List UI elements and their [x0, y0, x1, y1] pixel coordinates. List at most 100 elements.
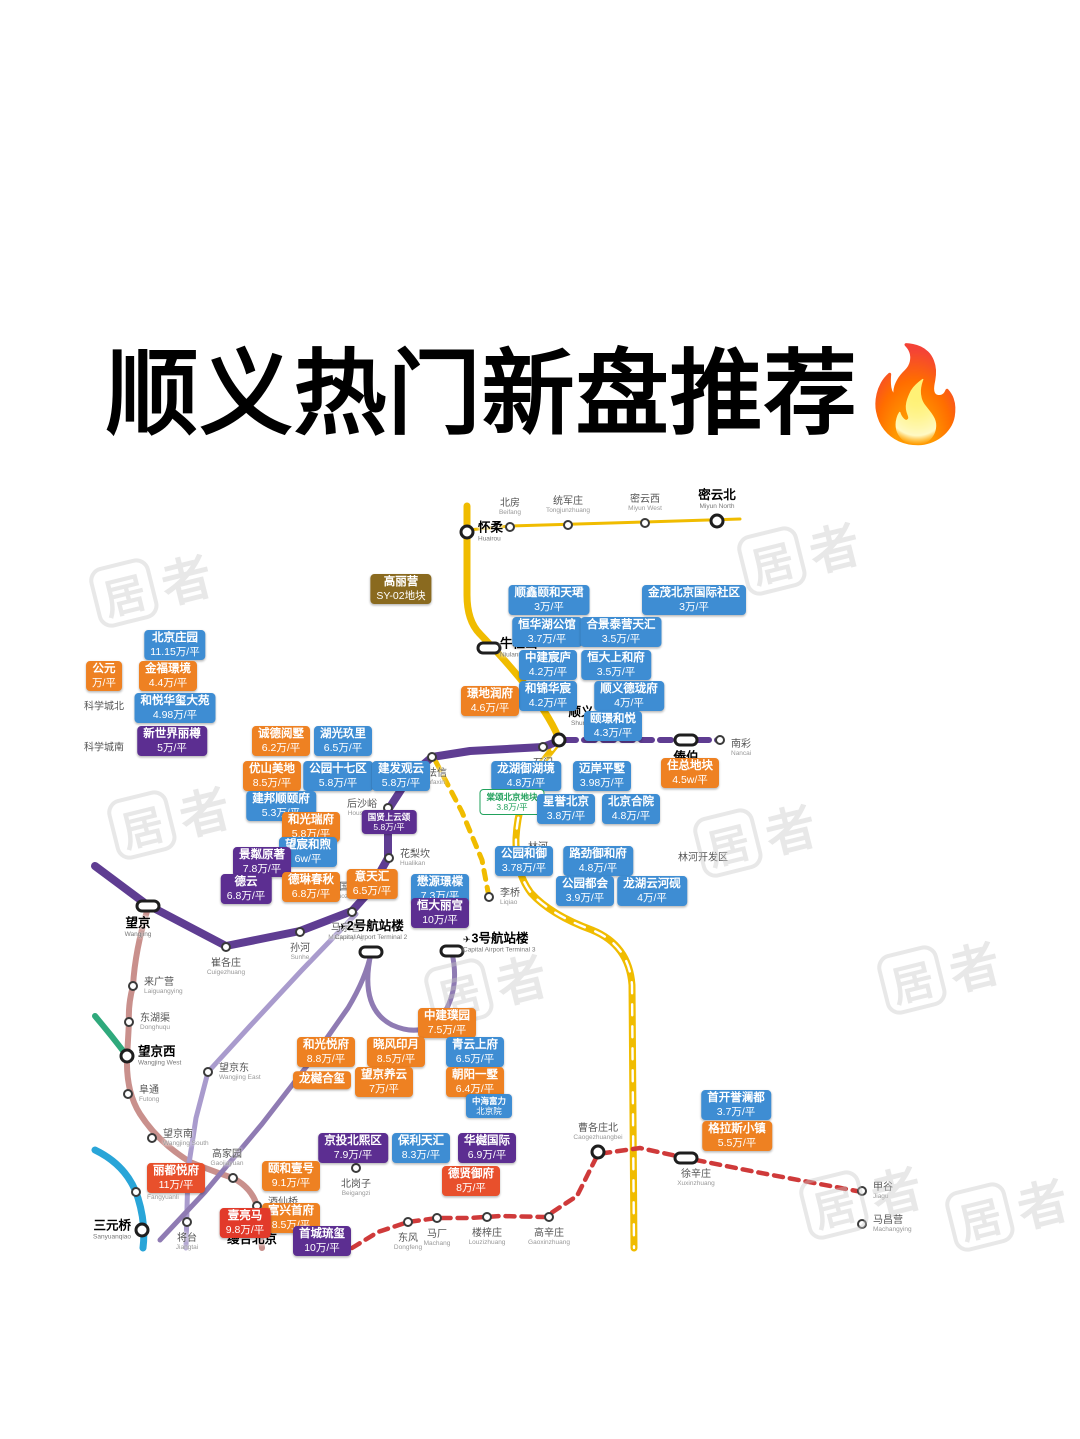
station-name: 三元桥	[93, 1218, 131, 1233]
property-price: 3.78万/平	[501, 861, 547, 874]
station-name: 将台	[177, 1233, 197, 1244]
station-name-en: Tongjunzhuang	[545, 506, 591, 514]
station-label: 科学城南	[84, 743, 124, 754]
property-name: 星誉北京	[543, 796, 589, 809]
station-marker	[119, 1048, 135, 1064]
station-marker	[482, 1212, 492, 1222]
station-name-en: Guozhan	[332, 892, 359, 900]
airplane-icon: ✈	[463, 934, 471, 945]
station-name-en: Shunyi	[571, 719, 591, 727]
station-marker	[484, 892, 494, 902]
property-name: 住总地块	[667, 760, 713, 773]
property-name: 和悦华玺大苑	[140, 695, 210, 708]
property-price: 3万/平	[534, 600, 564, 613]
property-name: 和光悦府	[303, 1039, 349, 1052]
station-name-en: Jiangtai	[175, 1244, 199, 1251]
station-marker	[228, 1173, 238, 1183]
property-name: 龙湖云河砚	[623, 878, 681, 891]
property-box: 中海富力北京院	[465, 1093, 513, 1119]
station-name-en: Louzizhuang	[468, 1239, 506, 1246]
property-price: 6w/平	[294, 852, 322, 865]
station-marker	[135, 899, 161, 913]
station-marker	[857, 1186, 867, 1196]
station-name-en: Sunhe	[290, 954, 310, 961]
station-name-en: Nancai	[731, 749, 752, 757]
property-name: 意天汇	[354, 871, 390, 884]
station-marker	[551, 732, 567, 748]
station-name: 李桥	[500, 887, 520, 899]
property-box: 龙樾合玺	[293, 1071, 351, 1089]
station-marker	[459, 524, 475, 540]
property-name: 德琳春秋	[288, 874, 334, 887]
station-marker	[182, 1217, 192, 1227]
property-name: 龙湖御湖境	[497, 763, 555, 776]
page-title: 顺义热门新盘推荐🔥	[105, 342, 975, 446]
property-price: SY-02地块	[376, 589, 426, 602]
station-name: 马昌营	[873, 1214, 903, 1226]
station-name-en: Cuigezhuang	[206, 969, 246, 976]
station-marker	[128, 981, 138, 991]
property-price: 北京院	[476, 1106, 502, 1116]
property-price: 3.8万/平	[546, 809, 586, 822]
station-marker	[709, 513, 725, 529]
station-name: 望京	[125, 916, 151, 930]
subway-line-airport-loop	[365, 950, 458, 1033]
property-price: 6.8万/平	[226, 889, 266, 902]
station-marker	[124, 1017, 134, 1027]
property-price: 11万/平	[158, 1178, 194, 1191]
property-price: 4.98万/平	[152, 708, 198, 721]
station-name-en: Liqiao	[500, 898, 518, 906]
property-name: 富兴首府	[268, 1205, 314, 1218]
property-price: 3.7万/平	[527, 632, 567, 645]
property-price: 6.8万/平	[291, 887, 331, 900]
property-name: 公园十七区	[309, 763, 367, 776]
property-name: 壹亮马	[227, 1210, 263, 1223]
property-name: 首开誉澜都	[707, 1092, 765, 1105]
property-price: 9.1万/平	[271, 1176, 311, 1189]
property-price: 3.5万/平	[596, 665, 636, 678]
station-name-en: Huairou	[478, 535, 501, 543]
subway-line-s6-south-stripe	[514, 739, 636, 1250]
property-price: 4.8万/平	[578, 861, 618, 874]
station-name-en: Miyun West	[628, 504, 662, 512]
station-name-en: Fangyuanli	[147, 1193, 179, 1201]
property-name: 迈岸平墅	[579, 763, 625, 776]
station-name: 密云西	[630, 493, 660, 505]
property-name: 晓风印月	[373, 1039, 419, 1052]
station-name-en: Xuxinzhuang	[677, 1180, 715, 1187]
station-name: 南彩	[731, 738, 751, 750]
property-name: 德云	[234, 876, 258, 889]
station-marker	[590, 1144, 606, 1160]
station-name: 高家园	[211, 1148, 242, 1160]
subway-line-huairou-miyun	[466, 517, 742, 532]
station-name: 花梨坎	[400, 848, 430, 860]
station-marker	[432, 1213, 442, 1223]
property-price: 6.5万/平	[323, 741, 363, 754]
station-name: 马厂	[427, 1229, 447, 1240]
station-name: 楼梓庄	[472, 1228, 502, 1239]
station-name: 望京南	[163, 1128, 193, 1140]
